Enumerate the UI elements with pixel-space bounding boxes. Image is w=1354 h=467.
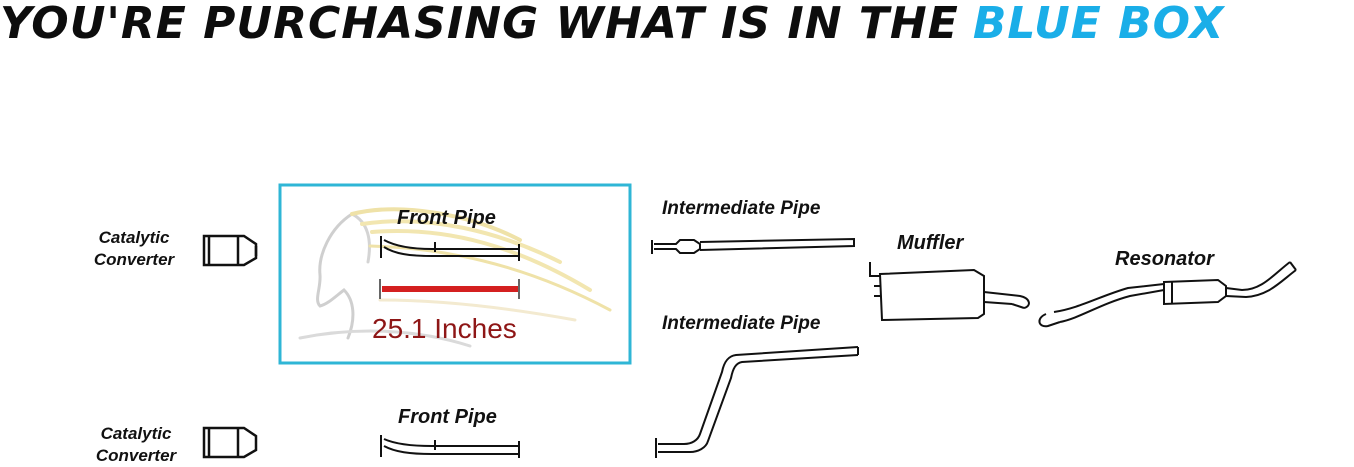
headline: YOU'RE PURCHASING WHAT IS IN THE BLUE BOX [0,0,1354,50]
front-pipe-bottom [380,435,520,458]
intermediate-pipe-top [651,237,855,254]
measurement-label: 25.1 Inches [372,313,517,344]
muffler [869,262,1030,322]
resonator-assembly [1038,261,1297,328]
front-pipe-top [380,236,520,261]
headline-highlight: BLUE BOX [972,0,1225,49]
cat-top-line2: Converter [93,250,175,269]
headline-text: YOU'RE PURCHASING WHAT IS IN THE [0,0,959,49]
cat-converter-top [202,234,258,267]
intermediate-pipe-bottom-label: Intermediate Pipe [662,313,821,334]
measure-bar [379,279,520,299]
catalytic-converter-top-label: Catalytic Converter [74,227,194,271]
blue-box [278,183,632,365]
resonator-label: Resonator [1115,248,1214,270]
cat-bottom-line1: Catalytic [100,424,172,443]
muffler-label: Muffler [897,232,964,254]
catalytic-converter-bottom-label: Catalytic Converter [76,423,196,467]
cat-converter-bottom [202,426,258,459]
intermediate-pipe-bottom [655,346,859,458]
intermediate-pipe-top-label: Intermediate Pipe [662,198,821,219]
horse-watermark [298,207,612,348]
cat-top-line1: Catalytic [98,228,170,247]
cat-bottom-line2: Converter [95,446,177,465]
front-pipe-top-label: Front Pipe [397,207,496,229]
front-pipe-bottom-label: Front Pipe [398,406,497,428]
